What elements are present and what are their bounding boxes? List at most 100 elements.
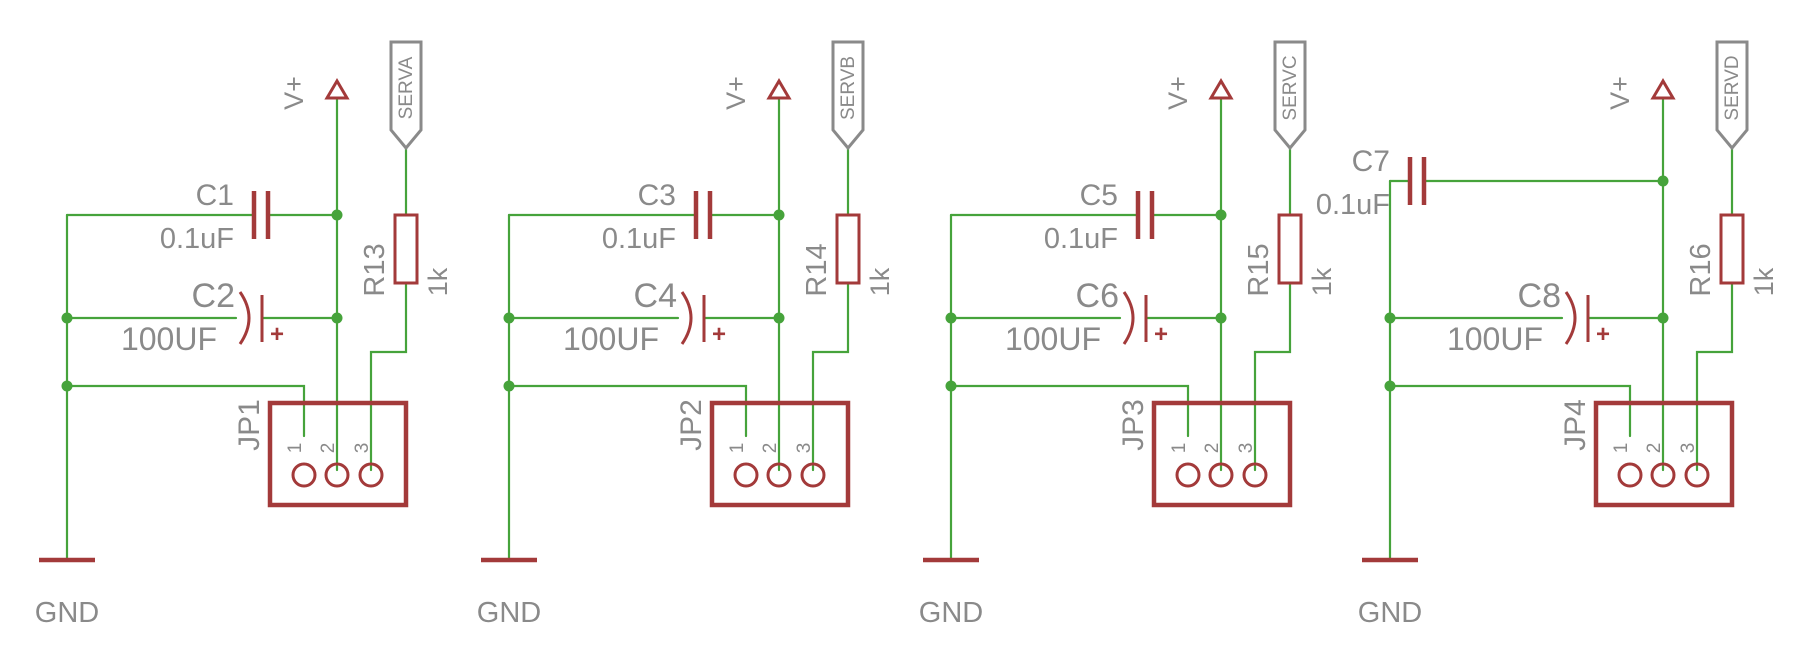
resistor-ref: R15 bbox=[1243, 243, 1275, 296]
net-label-tag bbox=[389, 40, 423, 151]
supply-label: V+ bbox=[1163, 76, 1193, 110]
connector-body bbox=[1151, 400, 1293, 508]
junction-dot bbox=[1215, 209, 1227, 221]
cap-bulk-value: 100UF bbox=[563, 321, 659, 357]
connector-body bbox=[709, 400, 851, 508]
cap-small-ref: C3 bbox=[638, 179, 676, 212]
junction-dot bbox=[773, 312, 785, 324]
resistor-body bbox=[1277, 213, 1303, 285]
connector-pin-icon bbox=[733, 462, 759, 488]
cap-bulk-ref: C2 bbox=[192, 277, 235, 315]
polarity-mark: + bbox=[270, 321, 284, 348]
pin1-wire bbox=[65, 384, 306, 438]
supply-label: V+ bbox=[721, 76, 751, 110]
ground-label: GND bbox=[35, 597, 99, 629]
cap-bulk-ref: C6 bbox=[1076, 277, 1119, 315]
polarized-plate-curved bbox=[1122, 291, 1135, 345]
net-label: SERVD bbox=[1722, 55, 1743, 120]
connector-pin-label: 2 bbox=[1202, 443, 1223, 454]
junction-dot bbox=[1657, 312, 1669, 324]
net-label-tag bbox=[1715, 40, 1749, 151]
connector-pin-icon bbox=[1242, 462, 1268, 488]
cap-small-ref: C5 bbox=[1080, 179, 1118, 212]
connector-pin-label: 3 bbox=[794, 443, 815, 454]
supply-arrow-icon bbox=[324, 78, 350, 100]
junction-dot bbox=[61, 312, 73, 324]
connector-pin-label: 3 bbox=[352, 443, 373, 454]
net-label: SERVA bbox=[396, 56, 417, 119]
connector-pin-label: 1 bbox=[285, 443, 306, 454]
junction-dot bbox=[1384, 380, 1396, 392]
polarity-mark: + bbox=[1154, 321, 1168, 348]
connector-ref: JP4 bbox=[1559, 399, 1592, 451]
cap-small-value: 0.1uF bbox=[160, 223, 234, 255]
junction-dot bbox=[503, 380, 515, 392]
resistor-value: 1k bbox=[1307, 267, 1337, 296]
signal-wire-bottom bbox=[811, 281, 850, 472]
connector-ref: JP3 bbox=[1117, 399, 1150, 451]
supply-arrow-icon bbox=[1650, 78, 1676, 100]
resistor-ref: R13 bbox=[359, 243, 391, 296]
cap-bulk-ref: C4 bbox=[634, 277, 677, 315]
polarity-mark: + bbox=[712, 321, 726, 348]
connector-pin-icon bbox=[766, 462, 792, 488]
connector-pin-label: 1 bbox=[1169, 443, 1190, 454]
junction-dot bbox=[61, 380, 73, 392]
ground-label: GND bbox=[477, 597, 541, 629]
polarity-mark: + bbox=[1596, 321, 1610, 348]
connector-body bbox=[1593, 400, 1735, 508]
resistor-body bbox=[1719, 213, 1745, 285]
connector-pin-icon bbox=[800, 462, 826, 488]
resistor-value: 1k bbox=[865, 267, 895, 296]
signal-wire-bottom bbox=[369, 281, 408, 472]
net-label-tag bbox=[1273, 40, 1307, 151]
cap-bulk-ref: C8 bbox=[1518, 277, 1561, 315]
cap-bulk-value: 100UF bbox=[1005, 321, 1101, 357]
signal-wire-bottom bbox=[1695, 281, 1734, 472]
cap-small-value: 0.1uF bbox=[1044, 223, 1118, 255]
cap-bulk-value: 100UF bbox=[121, 321, 217, 357]
supply-label: V+ bbox=[1605, 76, 1635, 110]
junction-dot bbox=[331, 209, 343, 221]
cap-small-value: 0.1uF bbox=[602, 223, 676, 255]
pin1-wire bbox=[507, 384, 748, 438]
net-label-tag bbox=[831, 40, 865, 151]
junction-dot bbox=[1384, 312, 1396, 324]
connector-body bbox=[267, 400, 409, 508]
connector-pin-label: 3 bbox=[1236, 443, 1257, 454]
cap-small-ref: C7 bbox=[1352, 145, 1390, 178]
connector-ref: JP2 bbox=[675, 399, 708, 451]
resistor-body bbox=[835, 213, 861, 285]
connector-pin-label: 2 bbox=[318, 443, 339, 454]
polarized-plate-curved bbox=[1564, 291, 1577, 345]
connector-pin-label: 3 bbox=[1678, 443, 1699, 454]
polarized-plate-curved bbox=[238, 291, 251, 345]
cap-bulk-value: 100UF bbox=[1447, 321, 1543, 357]
connector-pin-icon bbox=[291, 462, 317, 488]
resistor-ref: R14 bbox=[801, 243, 833, 296]
signal-wire-bottom bbox=[1253, 281, 1292, 472]
connector-pin-label: 1 bbox=[1611, 443, 1632, 454]
connector-pin-label: 1 bbox=[727, 443, 748, 454]
ground-label: GND bbox=[919, 597, 983, 629]
connector-pin-icon bbox=[324, 462, 350, 488]
cap-small-value: 0.1uF bbox=[1316, 189, 1390, 221]
net-label: SERVC bbox=[1280, 55, 1301, 120]
junction-dot bbox=[331, 312, 343, 324]
junction-dot bbox=[773, 209, 785, 221]
connector-pin-label: 2 bbox=[1644, 443, 1665, 454]
junction-dot bbox=[945, 380, 957, 392]
connector-pin-icon bbox=[1208, 462, 1234, 488]
resistor-ref: R16 bbox=[1685, 243, 1717, 296]
ground-label: GND bbox=[1358, 597, 1422, 629]
connector-pin-icon bbox=[1175, 462, 1201, 488]
junction-dot bbox=[503, 312, 515, 324]
junction-dot bbox=[945, 312, 957, 324]
net-label: SERVB bbox=[838, 56, 859, 120]
resistor-value: 1k bbox=[1749, 267, 1779, 296]
